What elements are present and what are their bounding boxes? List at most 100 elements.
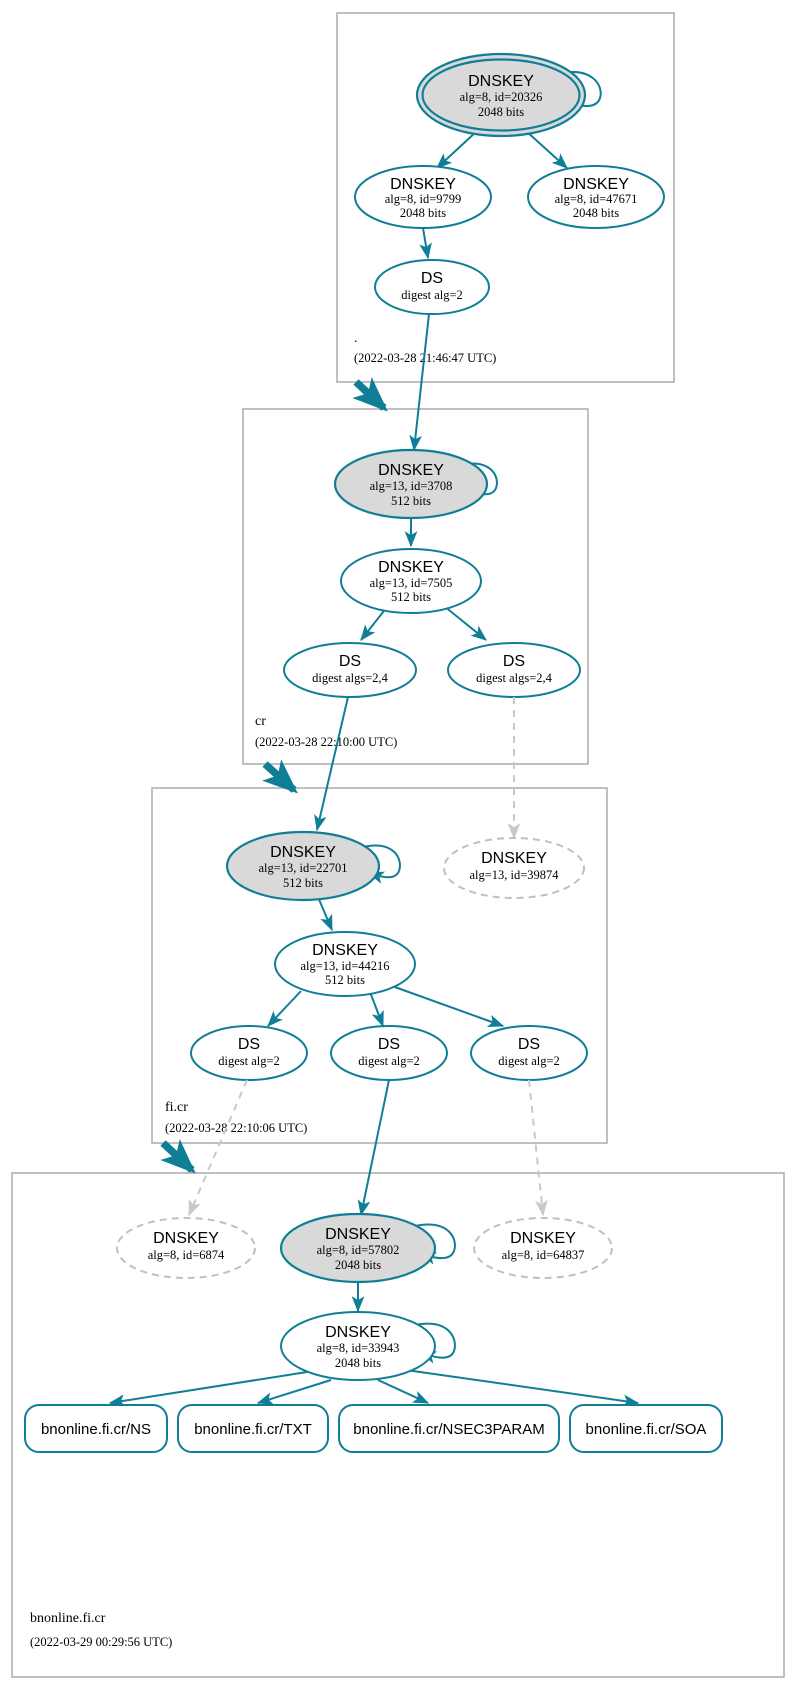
rrset-label: bnonline.fi.cr/TXT (194, 1421, 312, 1438)
node-detail-label: digest algs=2,4 (312, 671, 389, 685)
node-rrset-txt[interactable]: bnonline.fi.cr/TXT (177, 1404, 329, 1453)
edge-cr-zsk-to-ds-right (443, 605, 487, 641)
node-detail-label: alg=8, id=20326 (460, 90, 543, 104)
node-type-label: DNSKEY (378, 462, 444, 479)
node-bn-dnskey-64837[interactable]: DNSKEY alg=8, id=64837 (473, 1217, 613, 1279)
node-ficr-ds-1[interactable]: DS digest alg=2 (190, 1025, 308, 1081)
edge-ficr-ds2-to-bn-ksk (357, 1079, 390, 1217)
rrset-label: bnonline.fi.cr/NSEC3PARAM (353, 1421, 544, 1438)
node-type-label: DNSKEY (563, 176, 629, 193)
node-bits-label: 512 bits (283, 876, 323, 890)
node-bits-label: 2048 bits (400, 206, 446, 220)
node-detail-label: alg=13, id=7505 (370, 576, 453, 590)
node-type-label: DS (503, 653, 525, 670)
node-bits-label: 512 bits (391, 494, 431, 508)
rrset-label: bnonline.fi.cr/SOA (586, 1421, 707, 1438)
edge-delegation-root-to-cr (352, 377, 388, 412)
zone-label-cr: cr (255, 714, 266, 729)
node-type-label: DNSKEY (510, 1230, 576, 1247)
node-rrset-nsec3param[interactable]: bnonline.fi.cr/NSEC3PARAM (338, 1404, 560, 1453)
node-type-label: DNSKEY (312, 942, 378, 959)
edge-ficr-ksk-to-zsk (317, 896, 333, 932)
zone-label-ficr: fi.cr (165, 1100, 188, 1115)
node-type-label: DNSKEY (390, 176, 456, 193)
node-detail-label: alg=8, id=64837 (502, 1248, 585, 1262)
edge-delegation-cr-to-ficr (262, 759, 298, 794)
edge-ficr-zsk-to-ds2 (369, 991, 384, 1028)
node-root-ds-cr[interactable]: DS digest alg=2 (374, 259, 490, 315)
node-ficr-ds-2[interactable]: DS digest alg=2 (330, 1025, 448, 1081)
node-bits-label: 2048 bits (335, 1258, 381, 1272)
node-type-label: DNSKEY (468, 73, 534, 90)
node-cr-ds-left[interactable]: DS digest algs=2,4 (283, 642, 417, 698)
node-detail-label: digest alg=2 (401, 288, 463, 302)
zone-box-ficr (151, 787, 608, 1144)
node-ficr-dnskey-39874[interactable]: DNSKEY alg=13, id=39874 (443, 837, 585, 899)
node-rrset-ns[interactable]: bnonline.fi.cr/NS (24, 1404, 168, 1453)
edge-bn-zsk-to-nsec3param (377, 1379, 430, 1404)
node-type-label: DS (339, 653, 361, 670)
edge-delegation-ficr-to-bnonline (160, 1139, 196, 1174)
node-detail-label: digest algs=2,4 (476, 671, 553, 685)
node-type-label: DNSKEY (325, 1226, 391, 1243)
node-detail-label: alg=8, id=6874 (148, 1248, 225, 1262)
edge-ficr-zsk-to-ds3 (391, 985, 505, 1028)
node-detail-label: digest alg=2 (218, 1054, 280, 1068)
node-type-label: DNSKEY (325, 1324, 391, 1341)
node-type-label: DNSKEY (481, 850, 547, 867)
edge-root-9799-to-ds (419, 227, 432, 260)
edge-ficr-zsk-to-ds1 (267, 990, 302, 1027)
zone-timestamp-root: (2022-03-28 21:46:47 UTC) (354, 351, 496, 365)
node-type-label: DS (421, 270, 443, 287)
zone-label-root: . (354, 331, 358, 346)
node-detail-label: alg=8, id=9799 (385, 192, 462, 206)
node-root-dnskey-47671[interactable]: DNSKEY alg=8, id=47671 2048 bits (527, 165, 665, 229)
node-detail-label: alg=8, id=47671 (555, 192, 638, 206)
zone-box-bnonline (11, 1172, 785, 1678)
zone-box-cr (242, 408, 589, 765)
node-root-dnskey-9799[interactable]: DNSKEY alg=8, id=9799 2048 bits (354, 165, 492, 229)
zone-timestamp-bnonline: (2022-03-29 00:29:56 UTC) (30, 1635, 172, 1649)
node-ficr-dnskey-44216[interactable]: DNSKEY alg=13, id=44216 512 bits (274, 931, 416, 997)
node-rrset-soa[interactable]: bnonline.fi.cr/SOA (569, 1404, 723, 1453)
node-bn-dnskey-57802[interactable]: DNSKEY alg=8, id=57802 2048 bits (279, 1212, 437, 1284)
zone-label-bnonline: bnonline.fi.cr (30, 1611, 106, 1626)
edge-bn-zsk-to-txt (256, 1379, 332, 1405)
node-detail-label: alg=8, id=33943 (317, 1341, 400, 1355)
node-cr-ds-right[interactable]: DS digest algs=2,4 (447, 642, 581, 698)
node-root-dnskey-20326[interactable]: DNSKEY alg=8, id=20326 2048 bits (415, 52, 587, 138)
edge-cr-zsk-to-ds-left (360, 606, 388, 641)
node-bits-label: 2048 bits (478, 105, 524, 119)
node-type-label: DS (518, 1036, 540, 1053)
edge-root-ksk-to-47671 (525, 130, 568, 169)
node-bn-dnskey-33943[interactable]: DNSKEY alg=8, id=33943 2048 bits (280, 1311, 436, 1381)
node-bits-label: 512 bits (391, 590, 431, 604)
node-cr-dnskey-3708[interactable]: DNSKEY alg=13, id=3708 512 bits (333, 448, 489, 520)
edge-bn-zsk-to-ns (108, 1371, 308, 1408)
zone-box-root (336, 12, 675, 383)
node-bits-label: 2048 bits (573, 206, 619, 220)
edge-root-ds-to-cr-ksk (409, 313, 430, 452)
edge-root-ksk-to-9799 (436, 130, 478, 169)
node-detail-label: alg=13, id=3708 (370, 479, 453, 493)
node-bits-label: 2048 bits (335, 1356, 381, 1370)
zone-timestamp-ficr: (2022-03-28 22:10:06 UTC) (165, 1121, 307, 1135)
node-detail-label: alg=13, id=39874 (469, 868, 559, 882)
node-type-label: DS (378, 1036, 400, 1053)
node-detail-label: digest alg=2 (498, 1054, 560, 1068)
edge-self-ficr-ksk (362, 844, 401, 884)
edge-self-bn-zsk (414, 1322, 456, 1364)
zone-timestamp-cr: (2022-03-28 22:10:00 UTC) (255, 735, 397, 749)
node-ficr-dnskey-22701[interactable]: DNSKEY alg=13, id=22701 512 bits (225, 830, 381, 902)
node-detail-label: alg=8, id=57802 (317, 1243, 400, 1257)
node-bits-label: 512 bits (325, 973, 365, 987)
node-type-label: DNSKEY (153, 1230, 219, 1247)
node-cr-dnskey-7505[interactable]: DNSKEY alg=13, id=7505 512 bits (340, 548, 482, 614)
node-type-label: DNSKEY (378, 559, 444, 576)
node-ficr-ds-3[interactable]: DS digest alg=2 (470, 1025, 588, 1081)
node-type-label: DS (238, 1036, 260, 1053)
edge-ficr-ds1-to-bn-6874 (188, 1079, 248, 1217)
node-bn-dnskey-6874[interactable]: DNSKEY alg=8, id=6874 (116, 1217, 256, 1279)
